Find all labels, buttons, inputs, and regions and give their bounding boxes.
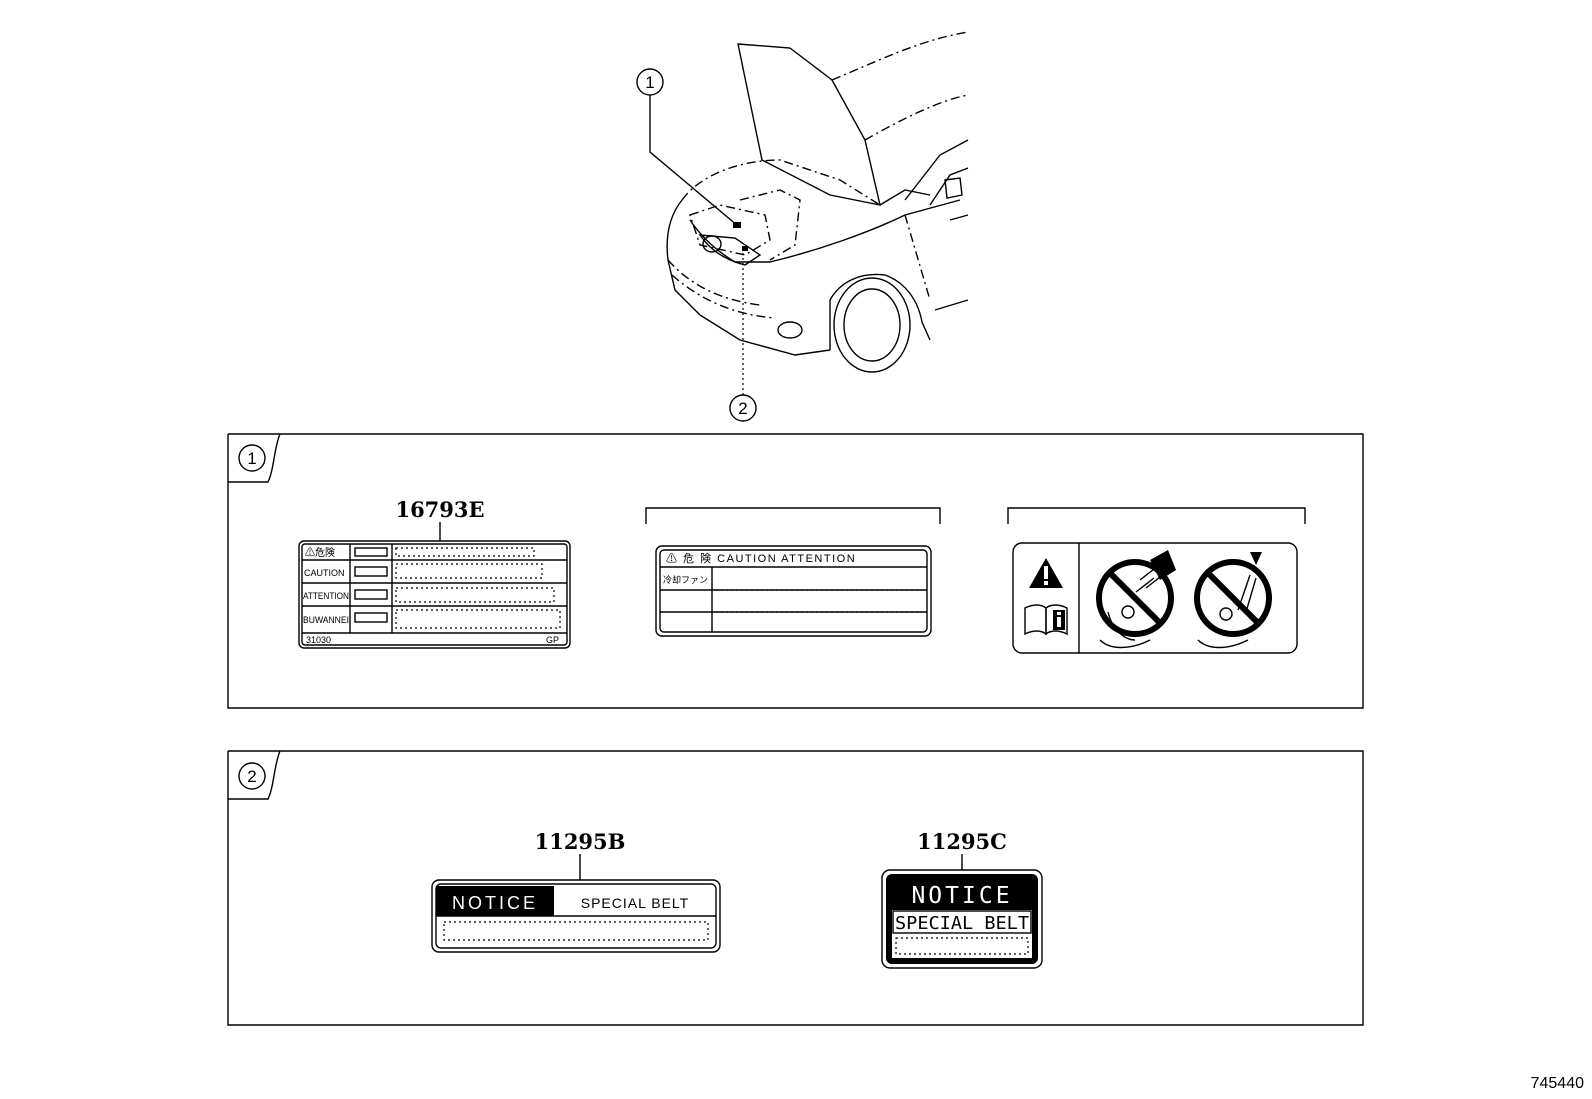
section-1-panel: 1 xyxy=(227,433,1364,709)
callout-2: 2 xyxy=(729,251,757,422)
reference-number: 745440 xyxy=(1531,1075,1584,1092)
section-1-marker: 1 xyxy=(247,449,256,468)
svg-text:CAUTION: CAUTION xyxy=(304,568,345,578)
svg-text:⚠危険: ⚠危険 xyxy=(305,547,335,559)
svg-text:GP: GP xyxy=(546,635,559,645)
svg-text:冷却ファン: 冷却ファン xyxy=(663,574,708,585)
callout-1: 1 xyxy=(636,68,739,227)
part-number-11295C: 11295C xyxy=(917,829,1007,854)
no-hand-fan-icon xyxy=(1096,550,1176,649)
svg-text:1: 1 xyxy=(645,73,654,92)
part-number-11295B: 11295B xyxy=(535,829,626,854)
part-number-16793E: 16793E xyxy=(395,497,484,522)
label-11295B: 11295B NOTICE SPECIAL BELT xyxy=(431,829,721,953)
svg-text:SPECIAL BELT: SPECIAL BELT xyxy=(581,895,689,911)
svg-text:BUWANNEI: BUWANNEI xyxy=(303,615,349,625)
svg-text:NOTICE: NOTICE xyxy=(452,893,538,913)
label-fan-warning-icons xyxy=(1007,507,1306,654)
svg-text:SPECIAL BELT: SPECIAL BELT xyxy=(895,913,1029,934)
no-tool-fan-icon xyxy=(1194,552,1272,649)
svg-text:ATTENTION: ATTENTION xyxy=(303,591,349,601)
section-2-panel: 2 xyxy=(227,750,1364,1026)
svg-text:⚠ 危 険 CAUTION ATTENTION: ⚠ 危 険 CAUTION ATTENTION xyxy=(666,552,856,565)
label-caution-attention: ⚠ 危 険 CAUTION ATTENTION 冷却ファン xyxy=(645,507,941,637)
warning-triangle-icon xyxy=(1029,558,1063,588)
section-2-marker: 2 xyxy=(247,767,256,786)
svg-text:NOTICE: NOTICE xyxy=(911,883,1012,909)
label-11295C: 11295C NOTICE SPECIAL BELT xyxy=(881,829,1043,969)
svg-text:31030: 31030 xyxy=(306,635,331,645)
label-16793E: 16793E ⚠危険 CAUTION ATTENTION BUWANNEI 31… xyxy=(298,497,571,649)
svg-text:2: 2 xyxy=(738,399,747,418)
vehicle-illustration xyxy=(666,31,969,373)
manual-info-icon xyxy=(1024,604,1068,636)
